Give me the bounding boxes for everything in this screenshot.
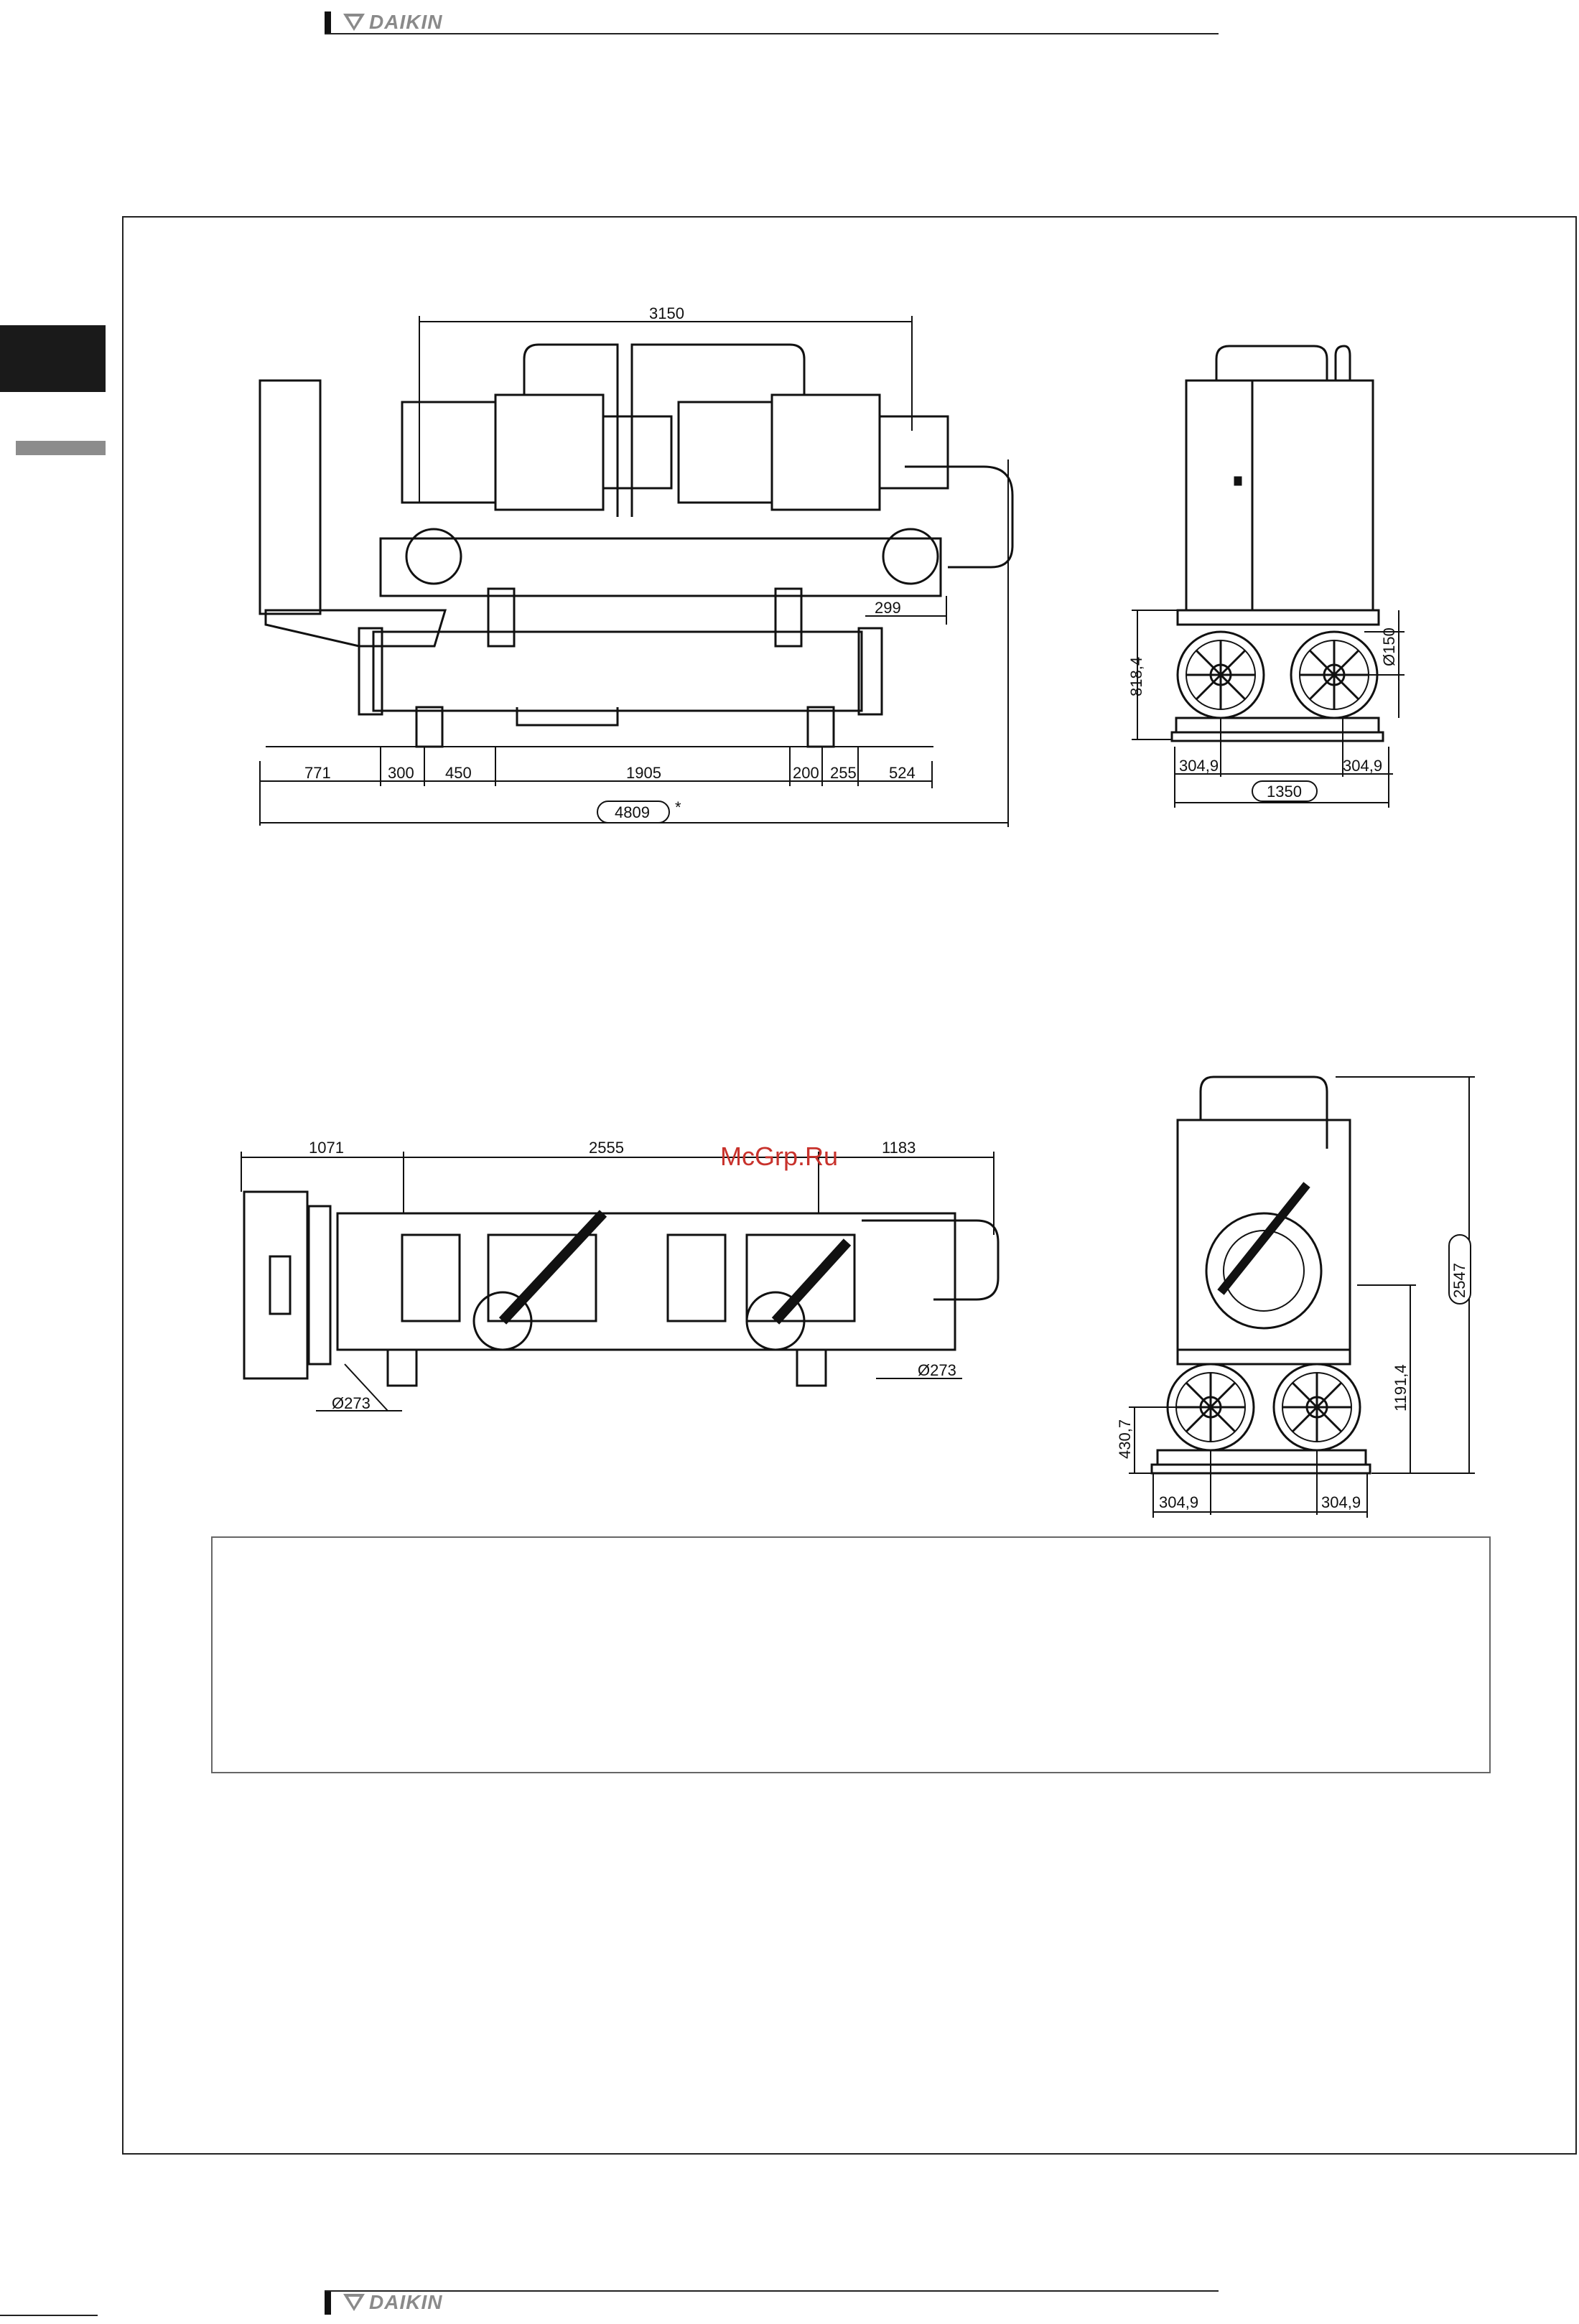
dim-diameter-273-right: Ø273 [918, 1361, 956, 1379]
dim-304-9-right-bottom: 304,9 [1321, 1493, 1361, 1511]
dim-524: 524 [889, 764, 916, 782]
dim-2555: 2555 [589, 1139, 624, 1157]
dim-300: 300 [388, 764, 414, 782]
dim-304-9-left-bottom: 304,9 [1159, 1493, 1198, 1511]
dim-450: 450 [445, 764, 472, 782]
bottom-side-labels: 2547 1191,4 430,7 304,9 304,9 [1116, 1235, 1471, 1511]
footer-brand-text: DAIKIN [369, 2291, 442, 2314]
dim-3150: 3150 [649, 304, 684, 322]
dim-1071: 1071 [309, 1139, 344, 1157]
top-dimension-labels: 3150 299 771 300 450 1905 200 255 524 48… [304, 304, 916, 823]
dim-255: 255 [830, 764, 857, 782]
bottom-side-view [1152, 1077, 1370, 1473]
footer-brand-bar: DAIKIN [325, 2290, 1219, 2315]
dim-1905: 1905 [626, 764, 661, 782]
dim-1350: 1350 [1267, 783, 1302, 801]
top-side-labels: 818,4 Ø150 304,9 304,9 1350 [1127, 627, 1398, 801]
top-side-view [1172, 346, 1383, 741]
footer-marker [325, 2292, 331, 2315]
bottom-plan-labels: 1071 2555 1183 Ø273 Ø273 [309, 1139, 956, 1412]
bottom-plan-dimensions [241, 1152, 994, 1411]
top-front-view [260, 345, 1012, 747]
dim-304-9-left: 304,9 [1179, 757, 1219, 775]
footer-rule [325, 2290, 1219, 2292]
dim-diameter-150: Ø150 [1380, 627, 1398, 666]
bottom-plan-view [244, 1192, 998, 1386]
dim-diameter-273-left: Ø273 [332, 1394, 371, 1412]
watermark: McGrp.Ru [720, 1142, 838, 1172]
dim-304-9-right: 304,9 [1343, 757, 1382, 775]
dim-200: 200 [793, 764, 819, 782]
daikin-triangle-icon [342, 2292, 366, 2313]
footer-left-rule [0, 2315, 98, 2316]
dim-4809: 4809 [615, 803, 650, 821]
dim-1191-4: 1191,4 [1392, 1364, 1410, 1411]
dim-1183: 1183 [882, 1139, 916, 1157]
daikin-logo-footer: DAIKIN [342, 2292, 442, 2313]
top-side-dimensions [1132, 610, 1405, 808]
total-asterisk: * [675, 798, 681, 816]
notes-box [211, 1536, 1491, 1773]
bottom-side-dimensions [1129, 1077, 1475, 1518]
dim-299: 299 [875, 599, 901, 617]
dim-818-4: 818,4 [1127, 657, 1145, 696]
dim-771: 771 [304, 764, 331, 782]
dim-430-7: 430,7 [1116, 1419, 1134, 1459]
top-dimensions [260, 316, 1008, 827]
dim-2547: 2547 [1450, 1263, 1468, 1298]
